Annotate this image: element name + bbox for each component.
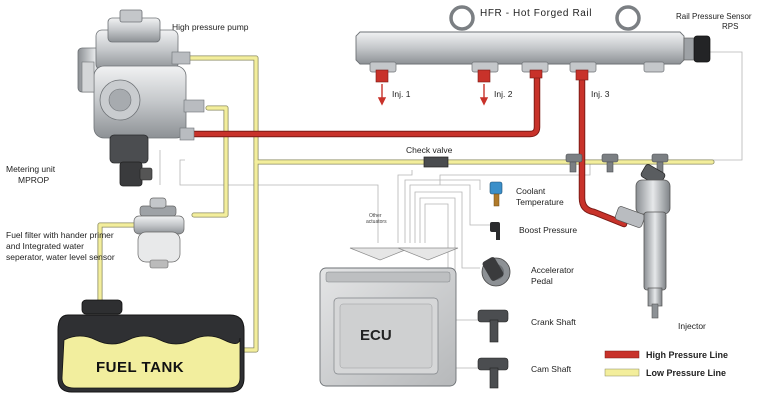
label-accel-line2: Pedal <box>531 276 553 286</box>
legend-high-label: High Pressure Line <box>646 350 729 360</box>
label-inj2: Inj. 2 <box>494 89 513 99</box>
fuel-filter <box>133 197 185 269</box>
injector-fittings <box>565 153 669 173</box>
boost-pressure-sensor <box>490 222 500 240</box>
label-coolant-line2: Temperature <box>516 197 564 207</box>
injector-arrows <box>377 84 489 106</box>
check-valve <box>423 156 449 168</box>
rail-pressure-sensor <box>683 35 711 63</box>
label-coolant-line1: Coolant <box>516 186 546 196</box>
cam-shaft-sensor <box>477 357 509 389</box>
signal-wiring <box>159 51 743 369</box>
label-rail: HFR - Hot Forged Rail <box>480 8 593 19</box>
label-inj1: Inj. 1 <box>392 89 411 99</box>
label-accel-line1: Accelerator <box>531 265 574 275</box>
label-other-line1: Other <box>369 213 382 219</box>
label-ecu: ECU <box>360 327 392 344</box>
label-fuel-tank: FUEL TANK <box>96 359 185 376</box>
high-pressure-lines <box>186 71 628 228</box>
crank-shaft-sensor <box>477 309 509 343</box>
label-inj3: Inj. 3 <box>591 89 610 99</box>
coolant-sensor <box>489 181 503 207</box>
label-boost: Boost Pressure <box>519 225 578 235</box>
label-cam: Cam Shaft <box>531 364 572 374</box>
label-rps-line2: RPS <box>722 22 739 31</box>
high-pressure-pump <box>77 9 205 187</box>
label-check-valve: Check valve <box>406 145 453 155</box>
label-rps-line1: Rail Pressure Sensor <box>676 12 752 21</box>
injector <box>614 164 671 319</box>
legend-high-swatch <box>604 350 640 359</box>
fuel-tank <box>57 299 245 393</box>
ecu-unit <box>319 247 459 387</box>
accelerator-pedal <box>481 257 511 287</box>
label-metering-line1: Metering unit <box>6 164 56 174</box>
label-injector: Injector <box>678 321 706 331</box>
label-other-line2: actuators <box>366 219 387 225</box>
legend-low-swatch <box>604 368 640 377</box>
label-fuel-filter: Fuel filter with hander primer and Integ… <box>6 230 115 262</box>
hot-forged-rail <box>355 5 685 83</box>
label-crank: Crank Shaft <box>531 317 576 327</box>
label-metering-line2: MPROP <box>18 175 50 185</box>
label-high-pressure-pump: High pressure pump <box>172 22 249 32</box>
legend-low-label: Low Pressure Line <box>646 368 727 378</box>
legend <box>604 350 640 377</box>
